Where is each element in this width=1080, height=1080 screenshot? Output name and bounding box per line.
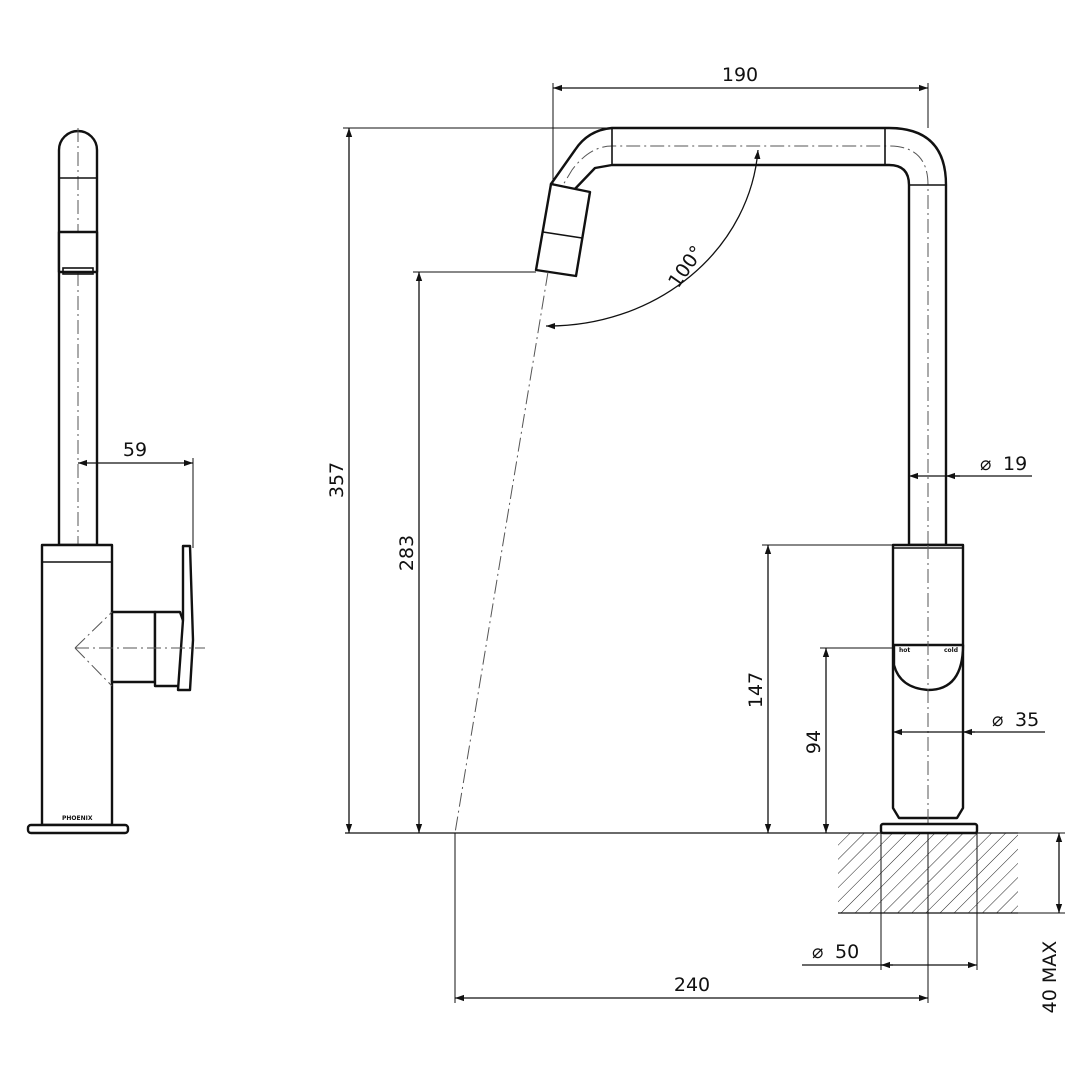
spout-head [534, 182, 592, 278]
dim-bench-thickness: 40 MAX [1039, 941, 1061, 1014]
dim-spout-reach: 190 [722, 64, 758, 86]
side-lever-arm [110, 610, 157, 684]
hot-label: hot [899, 647, 910, 654]
base-flange [879, 822, 979, 835]
dim-base-diameter: 50 [835, 941, 859, 963]
dim-lever-height: 94 [803, 730, 825, 754]
side-lever-handle [176, 544, 195, 692]
dim-projection: 240 [674, 974, 710, 996]
dim-spout-diameter: 19 [1003, 453, 1027, 475]
side-view: PHOENIX 59 [26, 128, 205, 835]
dim-outlet-height: 283 [396, 535, 418, 571]
side-body [40, 543, 114, 827]
side-aerator [57, 230, 99, 274]
angle-arc [545, 149, 761, 330]
dim-overall-height: 357 [326, 462, 348, 498]
side-base [26, 823, 130, 835]
dia50-symbol: ⌀ [812, 941, 823, 963]
dia35-symbol: ⌀ [992, 709, 1003, 731]
spout-tube [549, 126, 948, 547]
dia19-symbol: ⌀ [980, 453, 991, 475]
cold-label: cold [944, 647, 958, 654]
front-view: hot cold 100° 190 357 283 147 94 [326, 64, 1065, 1013]
dim-body-height: 147 [745, 672, 767, 708]
dim-body-diameter: 35 [1015, 709, 1039, 731]
brand-label: PHOENIX [62, 815, 93, 822]
spray-line [454, 271, 549, 834]
dim-side-lever-offset: 59 [123, 439, 147, 461]
